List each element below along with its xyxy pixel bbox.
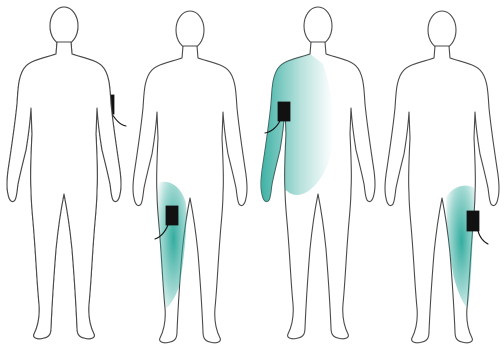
- figure-3: [261, 7, 375, 339]
- device-lead: [112, 114, 126, 126]
- figure-2: [133, 11, 247, 343]
- figure-4: [385, 11, 499, 343]
- highlight-region: [158, 182, 187, 308]
- highlight-region: [446, 186, 474, 308]
- figure-1: [7, 7, 126, 339]
- monitor-device: [166, 206, 178, 225]
- monitor-device: [467, 211, 479, 231]
- monitor-device: [278, 102, 290, 121]
- device-lead: [478, 231, 488, 244]
